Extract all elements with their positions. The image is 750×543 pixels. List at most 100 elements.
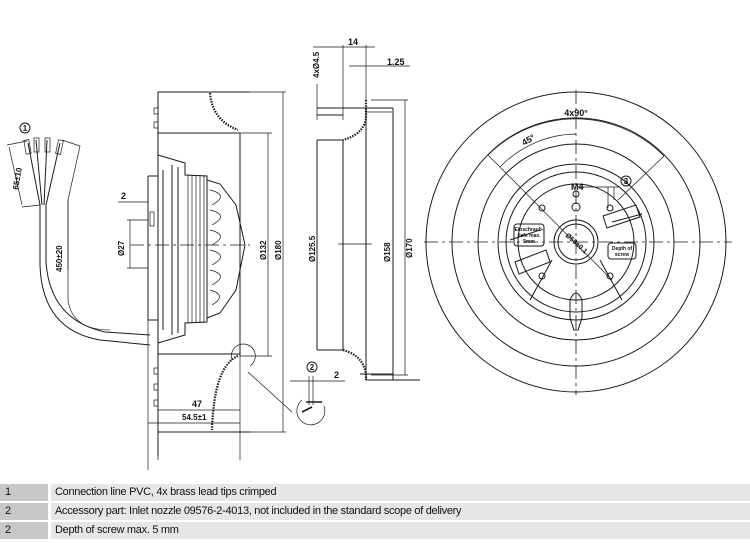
drawing-line [162, 165, 179, 335]
drawing-line [149, 211, 155, 227]
note-number: 2 [0, 522, 48, 539]
note-row: 2 Accessory part: Inlet nozzle 09576-2-4… [0, 503, 750, 520]
note-text: Connection line PVC, 4x brass lead tips … [51, 484, 750, 501]
drawing-line [153, 121, 159, 129]
notes-table: 1 Connection line PVC, 4x brass lead tip… [0, 484, 750, 541]
note-row: 1 Connection line PVC, 4x brass lead tip… [0, 484, 750, 501]
drawing-line [572, 190, 580, 198]
drawing-line [158, 91, 250, 433]
nozzle-wall-label: 1.25 [387, 57, 405, 67]
hole-label: 4xØ4.5 [312, 51, 321, 78]
cable-length-label: 450±20 [55, 245, 64, 272]
angle-pattern-label: 4x90° [564, 108, 588, 118]
thread-label: M4 [571, 182, 584, 192]
drawing-line [499, 133, 577, 168]
drawing-line [39, 205, 151, 346]
drawing-line [316, 108, 394, 380]
drawing-line [147, 320, 241, 470]
drawing-line [27, 139, 61, 206]
drawing-line [45, 205, 151, 336]
drawing-line [44, 137, 51, 153]
german-label-line-2: tiefe max. [517, 233, 541, 239]
note-text: Accessory part: Inlet nozzle 09576-2-401… [51, 503, 750, 520]
drawing-line [153, 399, 159, 407]
drawing-line [153, 107, 159, 115]
note-number: 1 [0, 484, 48, 501]
drawing-line [55, 139, 64, 155]
drawing-line [606, 204, 614, 212]
fan-side-view: 2 Ø27 Ø132 Ø180 47 54.5±1 [117, 91, 293, 470]
drawing-line [247, 371, 293, 413]
drawing-line [360, 373, 420, 381]
drawing-line [250, 91, 286, 433]
drawing-line [67, 200, 111, 331]
length-2-label: 54.5±1 [182, 413, 207, 422]
bolt-circle-label: Ø158 [383, 242, 392, 262]
drawing-line [571, 202, 581, 212]
note-text: Depth of screw max. 5 mm [51, 522, 750, 539]
drawing-line [61, 139, 81, 270]
lead-tips-length-label: 65±10 [11, 166, 24, 190]
nozzle-depth-label: 14 [348, 37, 358, 47]
drawing-line [509, 213, 643, 301]
drawing-line [206, 179, 246, 319]
drawing-line [33, 137, 40, 153]
motor-diameter-label: Ø132 [259, 240, 268, 260]
drawing-line [209, 189, 221, 306]
drawing-line [210, 354, 239, 431]
outer-diameter-label: Ø170 [405, 238, 414, 258]
callout-1-label: 1 [23, 124, 28, 133]
drawing-line [147, 175, 158, 321]
drawing-line [290, 376, 345, 405]
german-label-line-3: 5mm [523, 239, 535, 245]
english-label-line-2: screw [615, 252, 629, 258]
drawing-line [514, 249, 551, 275]
drawing-line [240, 132, 272, 357]
impeller-diameter-label: Ø180 [274, 240, 283, 260]
hub-diameter-label: Ø27 [117, 240, 126, 256]
gap-label: 2 [334, 370, 339, 380]
drawing-line [127, 219, 148, 269]
drawing-line [607, 242, 637, 260]
callout-3-label: 3 [624, 177, 629, 186]
callout-circle-3 [620, 175, 632, 187]
drawing-line [342, 100, 368, 142]
drawing-line [153, 383, 159, 391]
inner-diameter-label: Ø125.5 [308, 235, 317, 262]
drawing-line [487, 154, 613, 281]
drawing-line [23, 139, 32, 155]
length-1-label: 47 [192, 399, 202, 409]
drawing-line [153, 367, 159, 375]
drawing-line [617, 155, 665, 201]
fan-front-view: 4x90° 45° M4 3 Ø58±0.1 Einschraub- tiefe… [424, 90, 732, 395]
hub-offset-label: 2 [121, 191, 126, 201]
drawing-line [513, 223, 545, 247]
drawing-line [158, 132, 240, 355]
inlet-nozzle-view: 14 1.25 4xØ4.5 Ø125.5 Ø158 Ø170 2 2 [290, 37, 420, 426]
drawing-line [578, 186, 620, 208]
drawing-line [231, 343, 256, 367]
note-row: 2 Depth of screw max. 5 mm [0, 522, 750, 539]
callout-2-label: 2 [310, 363, 315, 372]
drawing-line [342, 348, 368, 380]
drawing-line [208, 92, 239, 132]
technical-drawing: 1 65±10 450±20 [6, 37, 732, 470]
drawing-line [487, 118, 665, 157]
drawing-line [6, 140, 41, 208]
drawing-line [187, 175, 205, 323]
english-label-line-1: Depth of [612, 246, 633, 252]
drawing-line [317, 107, 393, 116]
connection-cable: 1 65±10 450±20 [6, 122, 151, 346]
note-number: 2 [0, 503, 48, 520]
callout-circle-2 [306, 361, 318, 373]
callout-circle-1 [19, 122, 31, 134]
drawing-line [371, 99, 408, 376]
drawing-line [296, 399, 326, 426]
drawing-line [538, 204, 546, 212]
angle-offset-label: 45° [520, 132, 537, 148]
drawing-line [301, 401, 322, 413]
drawing-line [569, 292, 583, 331]
drawing-line [342, 45, 367, 120]
drawing-line [602, 204, 641, 229]
german-label-line-1: Einschraub- [515, 227, 544, 233]
